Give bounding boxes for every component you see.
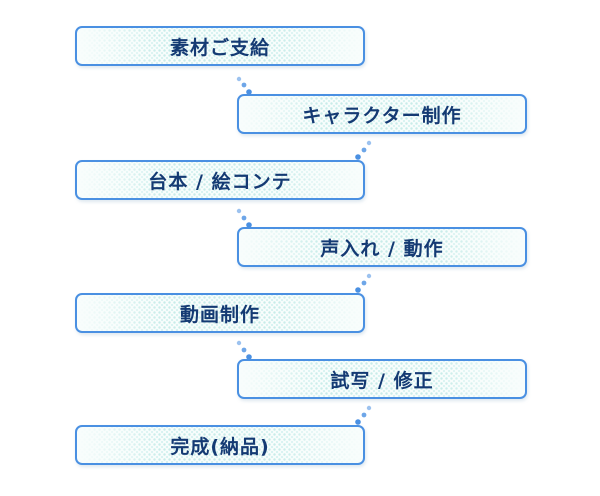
connector-1-2	[236, 76, 252, 95]
step-label: 素材ご支給	[169, 36, 270, 59]
connector-5-6	[236, 340, 252, 360]
connector-3-4	[236, 208, 252, 228]
step-material-supply: 素材ご支給	[75, 26, 365, 66]
step-preview-revision: 試写 / 修正	[237, 359, 527, 399]
step-character-creation: キャラクター制作	[237, 94, 527, 134]
step-video-production: 動画制作	[75, 293, 365, 333]
step-label: 完成(納品)	[170, 435, 270, 458]
step-script-storyboard: 台本 / 絵コンテ	[75, 160, 365, 200]
step-label: 試写 / 修正	[330, 369, 434, 392]
step-label: キャラクター制作	[302, 104, 462, 127]
step-label: 台本 / 絵コンテ	[148, 170, 292, 193]
connector-2-3	[355, 140, 372, 160]
step-label: 動画制作	[179, 303, 260, 326]
step-completion-delivery: 完成(納品)	[75, 425, 365, 465]
step-voice-motion: 声入れ / 動作	[237, 227, 527, 267]
connector-4-5	[355, 273, 372, 293]
step-label: 声入れ / 動作	[320, 237, 444, 260]
connector-6-7	[355, 405, 372, 425]
